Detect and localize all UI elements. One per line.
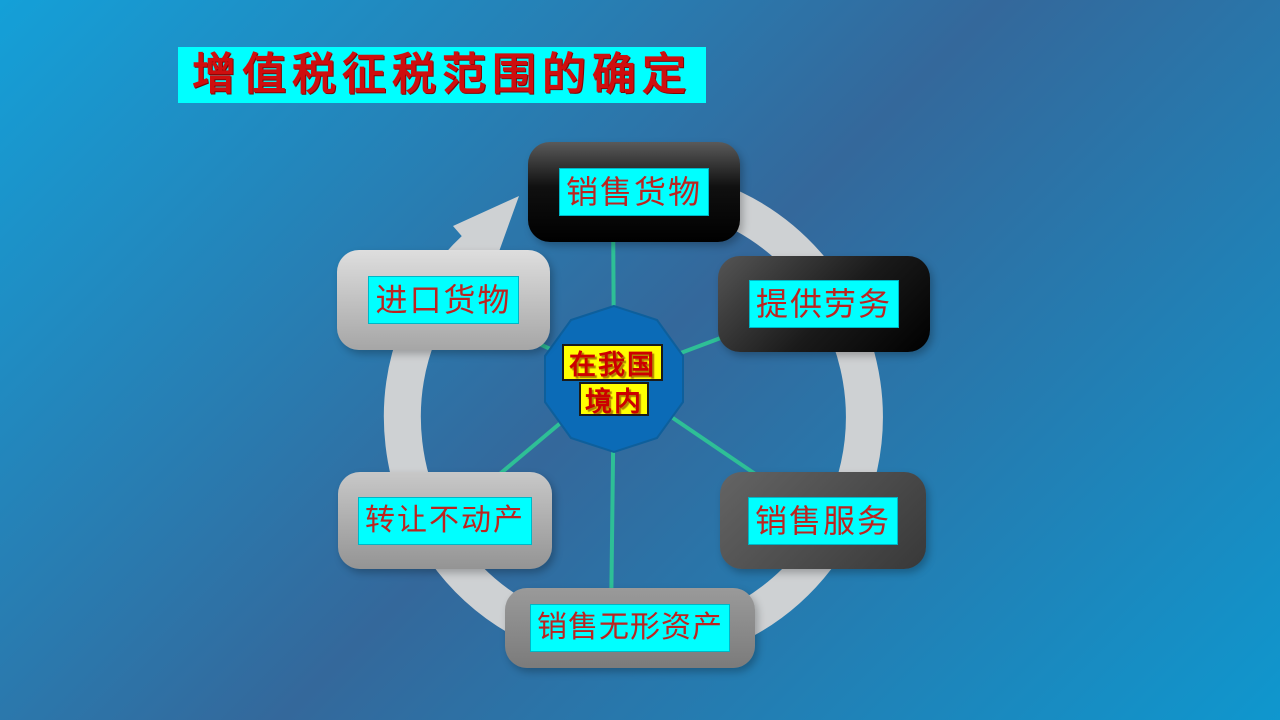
node-provide-labor-label: 提供劳务 [748,280,899,328]
node-provide-labor: 提供劳务 [718,256,930,352]
node-sell-services-label: 销售服务 [747,496,898,545]
node-sell-goods: 销售货物 [528,142,740,242]
node-sell-goods-label: 销售货物 [558,168,709,216]
node-sell-services: 销售服务 [720,472,926,569]
node-sell-intangible: 销售无形资产 [505,588,755,668]
node-transfer-realestate: 转让不动产 [338,472,552,569]
center-label-line1: 在我国 [562,344,663,381]
ring-arrowhead-icon [453,196,519,271]
node-sell-intangible-label: 销售无形资产 [530,604,730,652]
center-label-line2: 境内 [579,382,649,417]
node-import-goods-label: 进口货物 [368,276,519,324]
node-transfer-realestate-label: 转让不动产 [358,496,532,545]
node-import-goods: 进口货物 [337,250,550,350]
slide-title: 增值税征税范围的确定 [178,47,706,103]
